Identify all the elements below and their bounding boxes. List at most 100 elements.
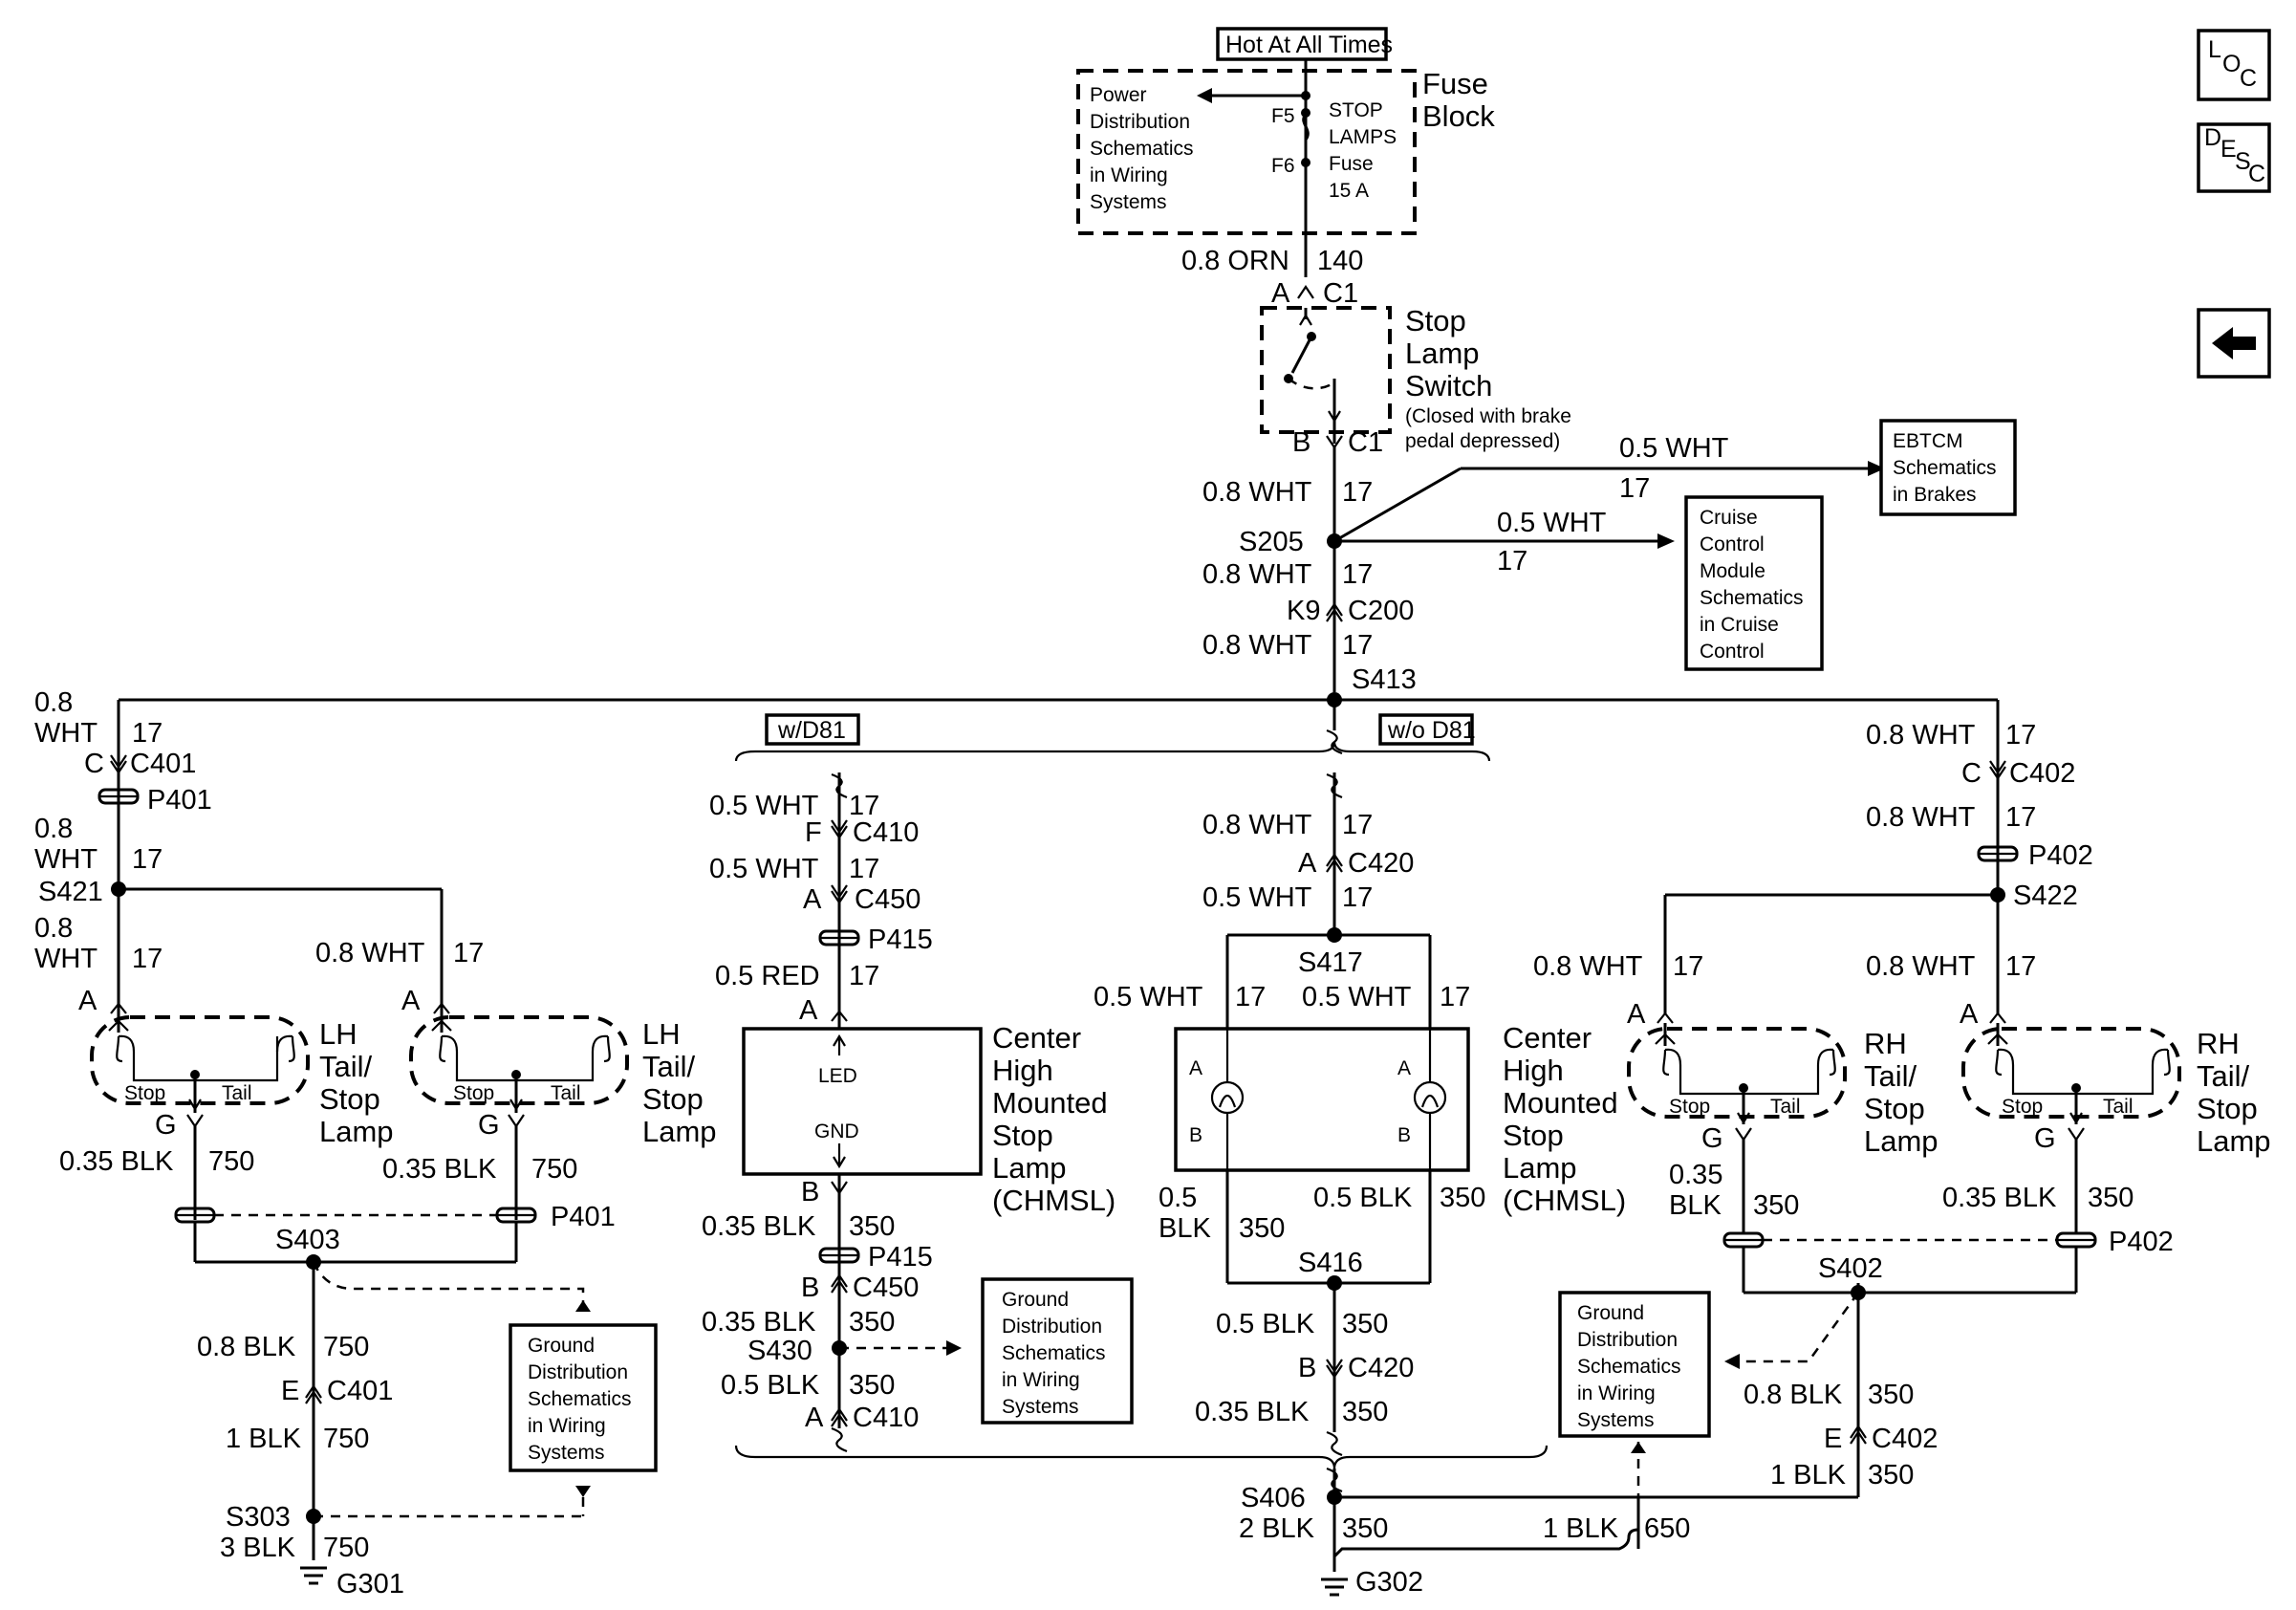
g301-label: G301 [336, 1569, 404, 1599]
svg-text:Tail/: Tail/ [2197, 1059, 2250, 1093]
lh-w2-3: 17 [132, 844, 162, 875]
svg-text:Control: Control [1700, 641, 1765, 663]
c420b-pin: B [1298, 1353, 1316, 1383]
svg-text:B: B [1397, 1124, 1411, 1146]
d81-w1-circuit: 17 [849, 791, 879, 821]
svg-text:Tail/: Tail/ [319, 1050, 373, 1083]
nod81-gwr-circuit: 350 [1440, 1183, 1485, 1213]
d81-gw1-circuit: 350 [849, 1211, 895, 1242]
nod81-gw1-label: 0.5 BLK [1216, 1309, 1315, 1339]
d81-w2-label: 0.5 WHT [709, 854, 819, 884]
lh-gw5-label: 3 BLK [220, 1533, 296, 1563]
svg-text:Distribution: Distribution [528, 1361, 628, 1383]
rh-gw1-1: 0.35 [1669, 1160, 1722, 1190]
svg-text:LAMPS: LAMPS [1329, 126, 1397, 148]
c1-bot-pin: B [1292, 427, 1310, 458]
lh-ground-schematics-link[interactable]: Ground Distribution Schematics in Wiring… [528, 1335, 632, 1464]
ebtcm-wire-circuit: 17 [1619, 473, 1650, 504]
svg-text:Systems: Systems [1002, 1396, 1079, 1418]
svg-text:Ground: Ground [1577, 1302, 1644, 1324]
d81-ground-schematics-link[interactable]: Ground Distribution Schematics in Wiring… [1002, 1289, 1106, 1418]
svg-text:Distribution: Distribution [1090, 111, 1190, 133]
s417-label: S417 [1298, 947, 1363, 978]
loc-label-o: O [2222, 51, 2241, 77]
rh-lamp-2-name: RH Tail/ Stop Lamp [2197, 1027, 2271, 1158]
g302-ground-icon [1321, 1577, 1348, 1597]
svg-text:15 A: 15 A [1329, 180, 1369, 202]
lh-w3-1: 0.8 [34, 913, 73, 944]
desc-label-d: D [2204, 124, 2221, 151]
rh-w1-label: 0.8 WHT [1866, 720, 1976, 751]
lh-lamp-2-name: LH Tail/ Stop Lamp [642, 1017, 717, 1148]
led-label: LED [818, 1065, 857, 1087]
rh-gw4-label: 1 BLK [1770, 1460, 1847, 1490]
nod81-w1-label: 0.8 WHT [1202, 810, 1312, 840]
s402-label: S402 [1818, 1253, 1883, 1284]
lh-gw3-circuit: 750 [323, 1332, 369, 1362]
rh-w2-label: 0.8 WHT [1866, 802, 1976, 833]
loc-button[interactable]: L O C [2197, 29, 2271, 101]
nod81-gw1-circuit: 350 [1342, 1309, 1388, 1339]
svg-text:Schematics: Schematics [1893, 457, 1997, 479]
svg-text:LH: LH [642, 1017, 681, 1051]
c200-pin: K9 [1287, 596, 1320, 626]
w-o-d81-tag: w/o D81 [1387, 717, 1476, 744]
c410b-label: C410 [853, 1403, 919, 1433]
cruise-wire-circuit: 17 [1497, 546, 1527, 577]
desc-label-e: E [2220, 136, 2237, 163]
svg-text:Distribution: Distribution [1577, 1329, 1678, 1351]
rh-lamp-1: A Stop Tail G [1627, 999, 1847, 1154]
d81-w1-label: 0.5 WHT [709, 791, 819, 821]
svg-text:G: G [478, 1110, 500, 1141]
nod81-gwl-1: 0.5 [1159, 1183, 1197, 1213]
c410-pin: F [805, 817, 822, 848]
ebtcm-schematics-link[interactable]: EBTCM Schematics in Brakes [1893, 430, 1997, 506]
desc-label-c: C [2248, 161, 2265, 187]
lh-p401b-label: P401 [551, 1202, 616, 1232]
rh-p402-label: P402 [2028, 840, 2093, 871]
svg-text:A: A [1627, 999, 1646, 1030]
d81-w2-circuit: 17 [849, 854, 879, 884]
switch-note-2: pedal depressed) [1405, 430, 1560, 452]
d81-w3-circuit: 17 [849, 961, 879, 991]
svg-text:Systems: Systems [528, 1442, 605, 1464]
lh-gw2-label: 0.35 BLK [382, 1154, 497, 1185]
c450-label: C450 [855, 884, 921, 915]
switch-name-1: Stop [1405, 304, 1466, 337]
svg-text:A: A [78, 986, 97, 1016]
lh-c401-label: C401 [130, 749, 196, 779]
f5-label: F5 [1271, 105, 1295, 127]
svg-text:Schematics: Schematics [1700, 587, 1804, 609]
rh-w4-circuit: 17 [2005, 951, 2036, 982]
svg-text:Stop: Stop [642, 1082, 704, 1116]
desc-button[interactable]: D E S C [2197, 122, 2271, 193]
lh-w2-1: 0.8 [34, 814, 73, 844]
wire-orn-label: 0.8 ORN [1181, 246, 1289, 276]
lh-gw1-circuit: 750 [208, 1146, 254, 1177]
svg-text:in Brakes: in Brakes [1893, 484, 1977, 506]
rh-ground-schematics-link[interactable]: Ground Distribution Schematics in Wiring… [1577, 1302, 1681, 1431]
nod81-w2-circuit: 17 [1342, 882, 1373, 913]
d81-w3-label: 0.5 RED [715, 961, 820, 991]
svg-text:Stop: Stop [1669, 1096, 1710, 1118]
rh-gw2-label: 0.35 BLK [1942, 1183, 2057, 1213]
svg-text:Systems: Systems [1577, 1409, 1655, 1431]
rh-lamp-1-name: RH Tail/ Stop Lamp [1864, 1027, 1939, 1158]
trunk-w1-circuit: 17 [1342, 477, 1373, 508]
c420-pin: A [1298, 848, 1317, 879]
nod81-gwl-2: BLK [1159, 1213, 1211, 1244]
back-button[interactable] [2197, 308, 2271, 379]
s413-label: S413 [1352, 664, 1417, 695]
lh-lamp-1-name: LH Tail/ Stop Lamp [319, 1017, 394, 1148]
hot-at-all-times: Hot At All Times [1225, 32, 1393, 58]
svg-text:in Cruise: in Cruise [1700, 614, 1779, 636]
cruise-schematics-link[interactable]: Cruise Control Module Schematics in Crui… [1700, 507, 1804, 663]
lh-c401b-label: C401 [327, 1376, 393, 1406]
svg-text:Mounted: Mounted [992, 1086, 1108, 1120]
svg-text:Tail/: Tail/ [642, 1050, 696, 1083]
nod81-gwl-3: 350 [1239, 1213, 1285, 1244]
svg-text:LH: LH [319, 1017, 357, 1051]
svg-text:Power: Power [1090, 84, 1147, 106]
rh-w3-circuit: 17 [1673, 951, 1703, 982]
rh-lamp-2: A Stop Tail G [1960, 999, 2181, 1154]
